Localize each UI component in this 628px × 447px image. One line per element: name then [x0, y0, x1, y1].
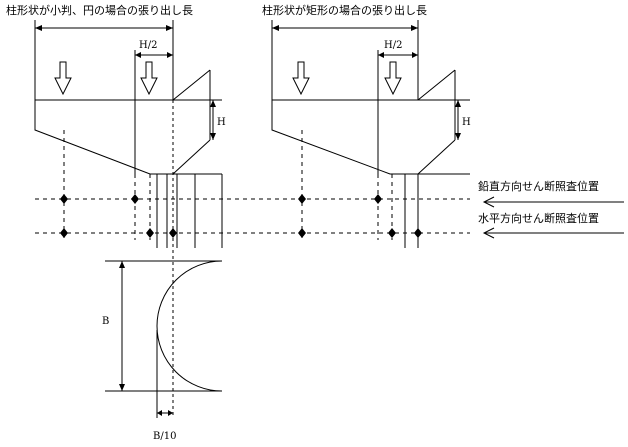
vertical-check-point — [374, 194, 382, 204]
left-arrow-icon — [482, 196, 495, 208]
load-arrow-icon — [140, 61, 158, 96]
height-label: H — [217, 117, 226, 128]
right-diagram-title: 柱形状が矩形の場合の張り出し長 — [262, 3, 427, 17]
load-arrow-icon — [54, 61, 72, 96]
half-height-label: H/2 — [384, 40, 402, 51]
width-label: B — [102, 316, 109, 327]
left-arrow-icon — [482, 227, 495, 239]
horizontal-check-point — [388, 228, 396, 238]
right-diagram: H/2 H — [271, 20, 471, 248]
left-diagram: H/2 H — [34, 20, 226, 415]
footing-outline — [271, 100, 418, 175]
round-column-outline — [156, 260, 223, 392]
horizontal-check-point — [414, 228, 422, 238]
load-arrow-icon — [292, 61, 310, 96]
horizontal-check-point — [60, 228, 68, 238]
horizontal-shear-label: 水平方向せん断照査位置 — [478, 211, 599, 225]
height-label: H — [462, 117, 471, 128]
offset-label: B/10 — [153, 431, 176, 442]
half-height-label: H/2 — [139, 40, 157, 51]
footing-outline — [34, 100, 173, 175]
vertical-shear-label: 鉛直方向せん断照査位置 — [478, 179, 599, 193]
column-section-detail: B B/10 — [102, 260, 223, 442]
vertical-check-point — [60, 194, 68, 204]
load-arrow-icon — [384, 61, 402, 96]
left-diagram-title: 柱形状が小判、円の場合の張り出し長 — [6, 3, 193, 17]
